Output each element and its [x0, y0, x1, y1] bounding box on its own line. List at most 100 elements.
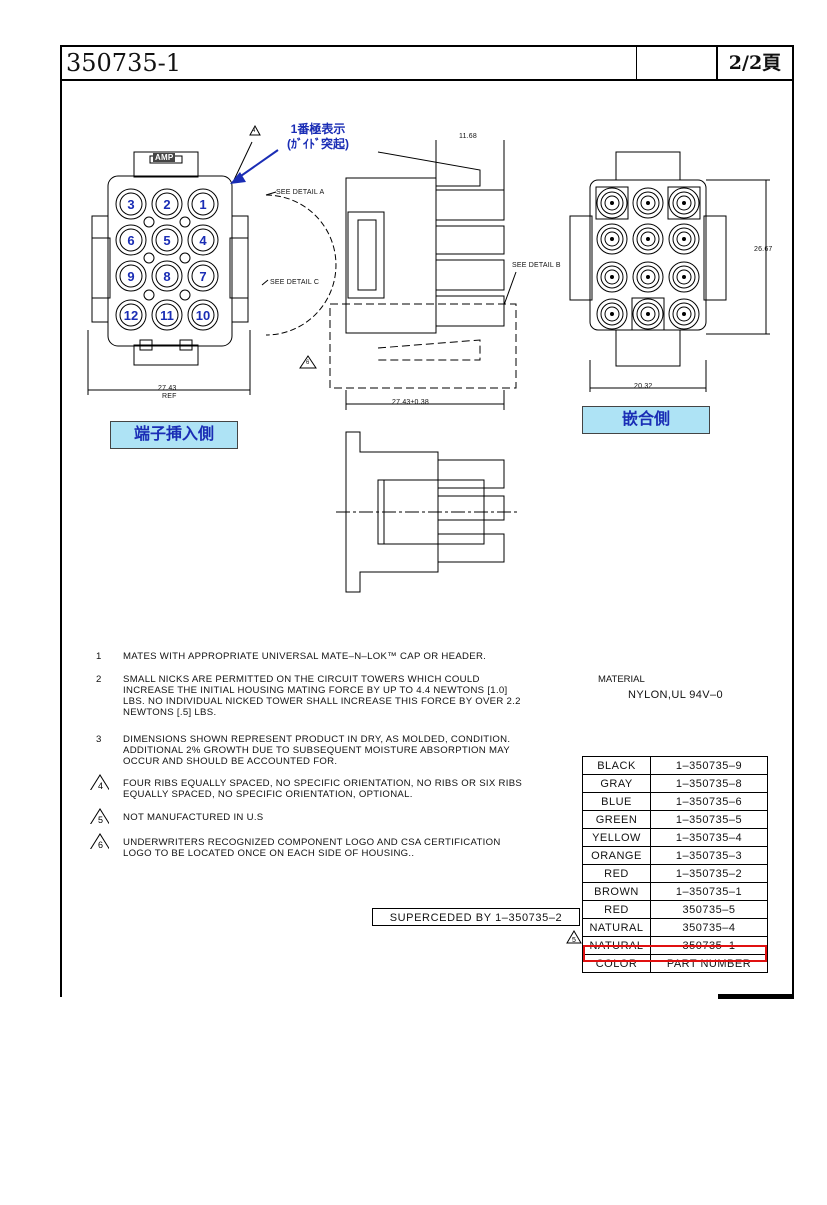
title-page-number: 2/2頁 [716, 47, 792, 79]
dim-side-length: 27.43±0.38 [392, 399, 429, 406]
mating-contact [610, 201, 614, 205]
rear-cavity-number: 3 [127, 197, 134, 212]
rear-cavity [187, 260, 219, 292]
rear-cavity-number: 5 [163, 233, 170, 248]
svg-text:4: 4 [98, 781, 103, 790]
rear-cavity-number: 8 [163, 269, 170, 284]
dim-ref-label: REF [162, 393, 177, 400]
wire-side-label: 端子挿入側 [110, 421, 238, 449]
mating-cavity [636, 265, 660, 289]
superceded-box: SUPERCEDED BY 1–350735–2 [372, 908, 580, 926]
rear-cavity-inner [191, 192, 215, 216]
mating-cavity [604, 231, 620, 247]
mating-side-label: 嵌合側 [582, 406, 710, 434]
mating-contact [682, 312, 686, 316]
rear-cavity-inner [119, 303, 143, 327]
amp-logo: AMP [153, 153, 176, 162]
note-text: DIMENSIONS SHOWN REPRESENT PRODUCT IN DR… [123, 734, 511, 767]
rear-cavity-number: 4 [199, 233, 207, 248]
see-detail-c: SEE DETAIL C [270, 279, 320, 286]
mating-cavity [600, 265, 624, 289]
mating-cavity [668, 187, 700, 219]
side-view [329, 140, 517, 410]
mating-cavity [632, 298, 664, 330]
part-number-cell: 1–350735–2 [650, 864, 768, 883]
polarizing-square [595, 186, 629, 220]
mating-face-view [569, 151, 770, 392]
note-6-marker-on-drawing: 6 [306, 360, 310, 366]
color-cell: GRAY [582, 774, 651, 793]
rear-cavity [115, 299, 147, 331]
color-cell: BLUE [582, 792, 651, 811]
mating-cavity [632, 187, 664, 219]
mating-contact [682, 237, 686, 241]
rib-hole [179, 252, 191, 264]
mating-cavity [672, 265, 696, 289]
rear-cavity-inner [155, 192, 179, 216]
mating-cavity [640, 269, 656, 285]
rear-cavity [115, 224, 147, 256]
mating-contact [610, 237, 614, 241]
rib-hole [143, 252, 155, 264]
title-blank-cell [636, 47, 717, 79]
rib-hole [143, 216, 155, 228]
polarizing-square [667, 186, 701, 220]
color-cell: GREEN [582, 810, 651, 829]
mating-cavity [640, 306, 656, 322]
mating-cavity [636, 302, 660, 326]
rear-cavity [151, 224, 183, 256]
rear-cavity-inner [119, 192, 143, 216]
rear-cavity [187, 188, 219, 220]
mating-contact [610, 312, 614, 316]
part-number-cell: 1–350735–6 [650, 792, 768, 811]
color-cell: RED [582, 864, 651, 883]
dim-top-width: 11.68 [459, 133, 477, 140]
rear-cavity-number: 7 [199, 269, 206, 284]
svg-text:6: 6 [98, 840, 103, 849]
mating-cavity [668, 298, 700, 330]
rear-cavity-inner [191, 228, 215, 252]
rear-cavity-inner [119, 228, 143, 252]
note-number: 3 [96, 734, 102, 745]
rear-cavity [151, 260, 183, 292]
rear-cavity-inner [191, 264, 215, 288]
dim-face-width: 20.32 [634, 383, 653, 390]
mating-contact [682, 275, 686, 279]
rear-cavity-number: 2 [163, 197, 170, 212]
part-number-cell: 350735–4 [650, 918, 768, 937]
polarizing-square [631, 297, 665, 331]
svg-text:5: 5 [98, 815, 103, 824]
rear-cavity-number: 1 [199, 197, 206, 212]
note-text: SMALL NICKS ARE PERMITTED ON THE CIRCUIT… [123, 674, 521, 718]
mating-contact [610, 275, 614, 279]
note-4-marker-on-drawing: 4 [252, 128, 256, 134]
mating-cavity [676, 195, 692, 211]
mating-cavity [672, 227, 696, 251]
note-number: 1 [96, 651, 102, 662]
dim-height: 26.67 [754, 246, 773, 253]
note-triangle-marker: 6 [90, 833, 109, 849]
rib-hole [179, 289, 191, 301]
mating-cavity [604, 195, 620, 211]
part-number-cell: 1–350735–1 [650, 882, 768, 901]
rear-cavity [115, 188, 147, 220]
part-number-cell: 1–350735–8 [650, 774, 768, 793]
part-number-cell: 1–350735–3 [650, 846, 768, 865]
note-text: FOUR RIBS EQUALLY SPACED, NO SPECIFIC OR… [123, 778, 523, 800]
mating-cavity [596, 187, 628, 219]
mating-cavity [640, 231, 656, 247]
see-detail-b: SEE DETAIL B [512, 262, 561, 269]
rear-cavity-inner [119, 264, 143, 288]
mating-contact [646, 275, 650, 279]
section-view [336, 431, 518, 593]
mating-cavity [636, 227, 660, 251]
dim-ref-width: 27.43 [158, 385, 177, 392]
mating-cavity [596, 261, 628, 293]
